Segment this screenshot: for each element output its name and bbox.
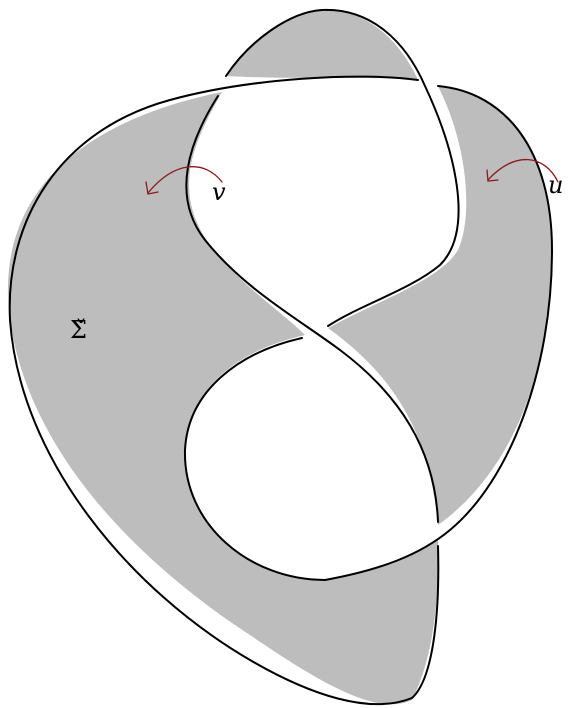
label-u: u (548, 171, 563, 199)
knot-strand-inner-left (185, 95, 439, 523)
label-v: v (212, 178, 226, 206)
label-surface: Σ̌ (70, 316, 87, 344)
knot-strand-top-left (225, 8, 460, 327)
surface-left-region (7, 92, 439, 705)
curve-arrows (145, 158, 559, 195)
knot-strand-top-band (8, 75, 440, 706)
knot (8, 8, 553, 706)
arrow-v (147, 166, 223, 194)
knot-strand-lower-lobe (183, 85, 553, 581)
surface-right-region (328, 86, 552, 525)
seifert-surface (7, 9, 552, 705)
surface-top-lobe (226, 9, 418, 80)
arrow-u-head (486, 169, 499, 182)
arrow-u (487, 158, 559, 183)
arrow-v-head (145, 181, 159, 195)
